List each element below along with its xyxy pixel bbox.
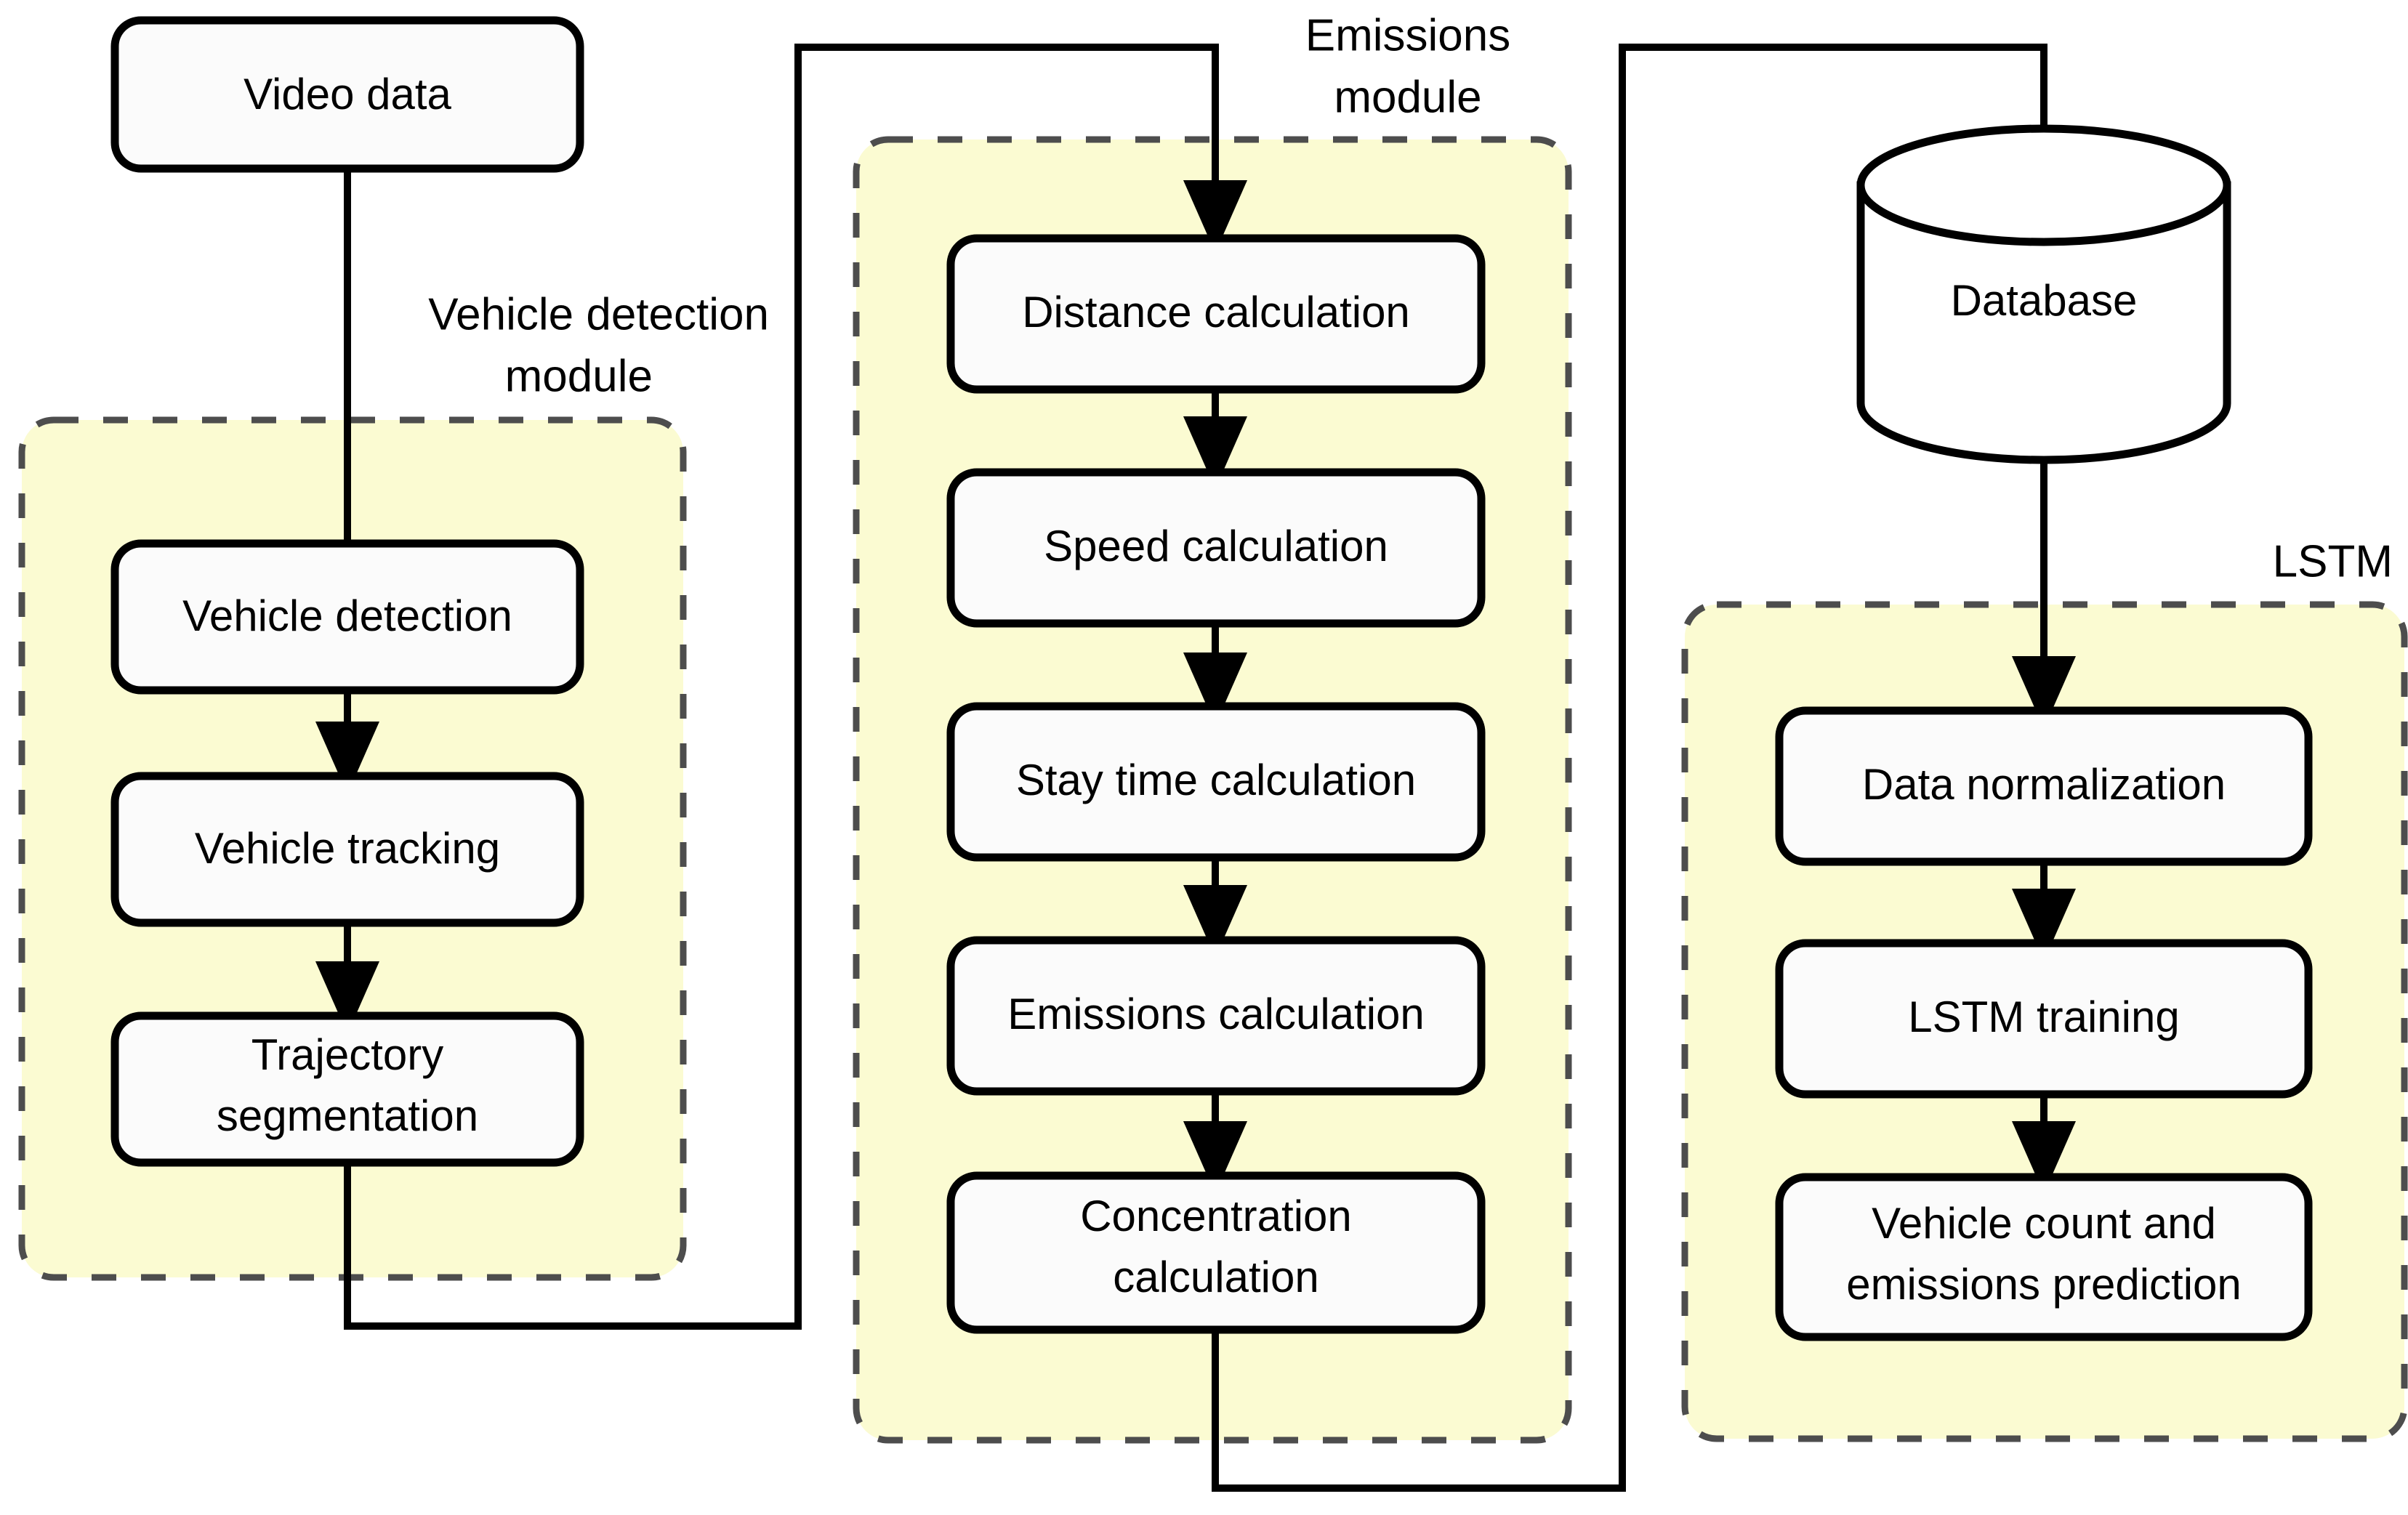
vehicle-count-prediction-label-line1: Vehicle count and — [1872, 1199, 2216, 1248]
trajectory-segmentation-label-line2: segmentation — [217, 1091, 478, 1140]
database-body — [1856, 181, 2231, 464]
speed-calculation-label: Speed calculation — [1044, 522, 1388, 570]
concentration-calculation-box — [946, 1171, 1486, 1334]
vehicle-count-prediction-label-line2: emissions prediction — [1846, 1260, 2242, 1309]
lstm-training-label: LSTM training — [1908, 993, 2179, 1041]
label-vehicle-detection-module: Vehicle detection module — [428, 289, 769, 401]
node-lstm-training[interactable]: LSTM training — [1775, 939, 2313, 1099]
speed-calculation-box — [946, 468, 1486, 628]
node-emissions-calculation[interactable]: Emissions calculation — [946, 936, 1486, 1096]
vehicle-detection-module-label-line1: Vehicle detection — [428, 289, 769, 339]
emissions-module-label-line2: module — [1334, 72, 1481, 122]
emissions-module-label-line1: Emissions — [1305, 10, 1511, 60]
vehicle-tracking-box — [110, 772, 584, 927]
trajectory-segmentation-label-line1: Trajectory — [251, 1030, 444, 1079]
lstm-training-box — [1775, 939, 2313, 1099]
node-video-data[interactable]: Video data — [110, 16, 584, 173]
node-concentration-calculation[interactable]: Concentration calculation — [946, 1171, 1486, 1334]
vehicle-detection-label: Vehicle detection — [182, 591, 512, 640]
distance-calculation-box — [946, 234, 1486, 394]
vehicle-count-prediction-box — [1775, 1173, 2313, 1341]
vehicle-tracking-label: Vehicle tracking — [195, 824, 500, 873]
vehicle-detection-module-label-line2: module — [505, 351, 653, 401]
lstm-module-label: LSTM — [2273, 536, 2393, 586]
emissions-calculation-box — [946, 936, 1486, 1096]
video-data-label: Video data — [243, 70, 451, 118]
edge-concentration-to-database — [1212, 44, 2076, 1492]
vehicle-detection-box — [110, 539, 584, 695]
node-stay-time-calculation[interactable]: Stay time calculation — [946, 702, 1486, 862]
trajectory-segmentation-box — [110, 1011, 584, 1167]
node-vehicle-tracking[interactable]: Vehicle tracking — [110, 772, 584, 927]
node-data-normalization[interactable]: Data normalization — [1775, 706, 2313, 866]
database-label: Database — [1951, 276, 2138, 325]
node-database[interactable]: Database — [1856, 124, 2231, 464]
label-emissions-module: Emissions module — [1305, 10, 1511, 122]
video-data-box — [110, 16, 584, 173]
concentration-calculation-label-line2: calculation — [1113, 1253, 1319, 1301]
data-normalization-label: Data normalization — [1862, 760, 2226, 809]
stay-time-calculation-label: Stay time calculation — [1016, 756, 1416, 804]
edge-trajectory-to-distance — [344, 44, 1247, 1330]
data-normalization-box — [1775, 706, 2313, 866]
stay-time-calculation-box — [946, 702, 1486, 862]
concentration-calculation-label-line1: Concentration — [1080, 1192, 1352, 1240]
node-vehicle-count-prediction[interactable]: Vehicle count and emissions prediction — [1775, 1173, 2313, 1341]
emissions-calculation-label: Emissions calculation — [1007, 990, 1425, 1038]
database-top — [1856, 124, 2231, 246]
node-trajectory-segmentation[interactable]: Trajectory segmentation — [110, 1011, 584, 1167]
node-speed-calculation[interactable]: Speed calculation — [946, 468, 1486, 628]
label-lstm-module: LSTM — [2273, 536, 2393, 586]
node-distance-calculation[interactable]: Distance calculation — [946, 234, 1486, 394]
distance-calculation-label: Distance calculation — [1022, 288, 1410, 336]
node-vehicle-detection[interactable]: Vehicle detection — [110, 539, 584, 695]
